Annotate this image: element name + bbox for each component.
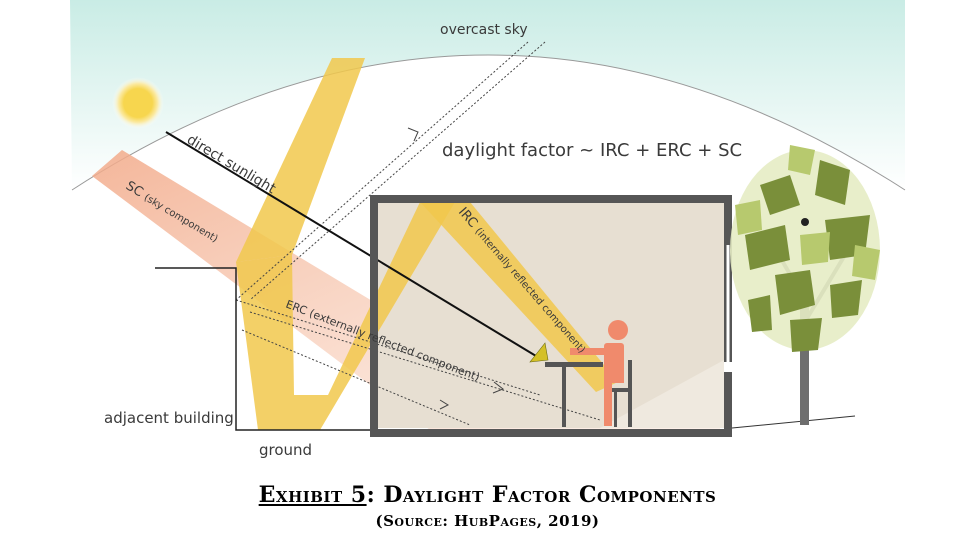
direct-sunlight-ray: [165, 131, 537, 357]
window-gap: [724, 362, 732, 372]
ground-label: ground: [259, 441, 312, 459]
exhibit-title: : Daylight Factor Components: [366, 482, 717, 508]
adjacent-building-label: adjacent building: [104, 409, 234, 427]
ground-bounce-beam: [236, 202, 455, 430]
sun-icon: [112, 77, 164, 129]
direct-sunlight-arrowhead: [529, 342, 549, 363]
erc-arrow-1: [492, 381, 504, 394]
erc-arrow-2: [439, 399, 450, 410]
sky-reflection-beam: [236, 58, 365, 262]
adjacent-building: [155, 267, 370, 431]
dotted-rays: [235, 41, 601, 426]
ground-line-right: [731, 415, 856, 429]
desk-and-chair: [545, 360, 632, 427]
exhibit-number: Exhibit 5: [258, 482, 367, 508]
direct-sunlight-label: direct sunlight: [184, 132, 279, 198]
sky-arc: [71, 54, 906, 191]
internal-reflection-beam: [420, 202, 618, 392]
sky-dome: [70, 0, 905, 190]
sky-ray-arrow: [407, 127, 419, 142]
caption-source: (Source: HubPages, 2019): [375, 512, 600, 530]
caption-title: Exhibit 5: Daylight Factor Components: [0, 482, 975, 508]
tree-illustration: [730, 145, 880, 425]
person-at-desk: [570, 320, 628, 426]
daylight-formula-label: daylight factor ~ IRC + ERC + SC: [442, 140, 742, 161]
overcast-sky-label: overcast sky: [440, 22, 528, 38]
